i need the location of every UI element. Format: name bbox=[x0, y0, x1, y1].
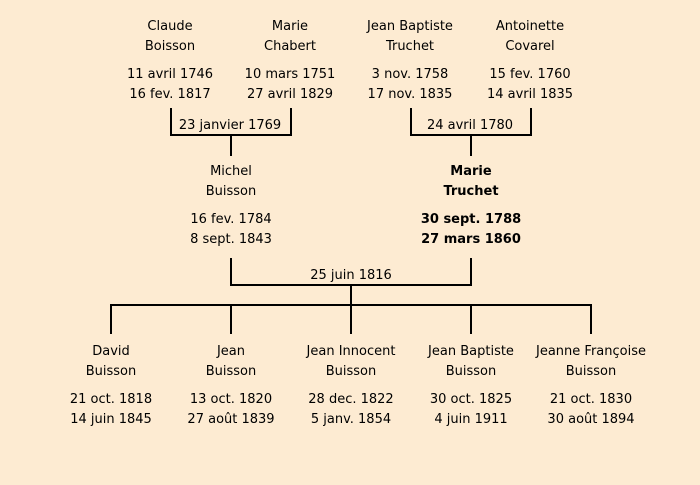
connector-line bbox=[470, 134, 472, 156]
person-jean-innocent-buisson: Jean Innocent Buisson 28 dec. 1822 5 jan… bbox=[286, 342, 416, 430]
person-birth-date: 30 sept. 1788 bbox=[420, 212, 522, 227]
person-jean-baptiste-truchet: Jean Baptiste Truchet 3 nov. 1758 17 nov… bbox=[345, 17, 475, 105]
connector-line bbox=[410, 108, 412, 136]
person-birth-date: 21 oct. 1818 bbox=[69, 392, 153, 407]
person-last-name: Truchet bbox=[385, 39, 435, 54]
connector-line bbox=[170, 108, 172, 136]
person-last-name: Buisson bbox=[205, 184, 257, 199]
person-claude-boisson: Claude Boisson 11 avril 1746 16 fev. 181… bbox=[105, 17, 235, 105]
person-last-name: Buisson bbox=[325, 364, 377, 379]
person-death-date: 17 nov. 1835 bbox=[367, 87, 453, 102]
person-jean-buisson: Jean Buisson 13 oct. 1820 27 août 1839 bbox=[166, 342, 296, 430]
person-last-name: Covarel bbox=[505, 39, 555, 54]
person-michel-buisson: Michel Buisson 16 fev. 1784 8 sept. 1843 bbox=[166, 162, 296, 250]
person-first-name: Jeanne Françoise bbox=[536, 344, 646, 359]
person-death-date: 14 avril 1835 bbox=[486, 87, 574, 102]
person-death-date: 16 fev. 1817 bbox=[129, 87, 211, 102]
person-first-name: David bbox=[92, 344, 130, 359]
person-death-date: 27 avril 1829 bbox=[246, 87, 334, 102]
person-birth-date: 30 oct. 1825 bbox=[429, 392, 513, 407]
connector-line bbox=[470, 258, 472, 286]
person-marie-truchet: Marie Truchet 30 sept. 1788 27 mars 1860 bbox=[406, 162, 536, 250]
person-birth-date: 3 nov. 1758 bbox=[371, 67, 449, 82]
connector-line bbox=[590, 304, 592, 334]
marriage-date-parents: 25 juin 1816 bbox=[310, 268, 392, 283]
person-first-name: Claude bbox=[147, 19, 193, 34]
person-death-date: 8 sept. 1843 bbox=[190, 232, 272, 247]
person-first-name: Marie bbox=[271, 19, 309, 34]
person-first-name: Marie bbox=[450, 164, 492, 179]
person-first-name: Jean Innocent bbox=[306, 344, 396, 359]
person-birth-date: 15 fev. 1760 bbox=[489, 67, 571, 82]
connector-line bbox=[230, 258, 232, 286]
person-first-name: Jean Baptiste bbox=[367, 19, 453, 34]
person-birth-date: 28 dec. 1822 bbox=[308, 392, 394, 407]
connector-line bbox=[530, 108, 532, 136]
connector-line bbox=[230, 134, 232, 156]
person-last-name: Buisson bbox=[565, 364, 617, 379]
person-first-name: Jean Baptiste bbox=[428, 344, 514, 359]
connector-line bbox=[350, 304, 352, 334]
person-death-date: 27 août 1839 bbox=[187, 412, 275, 427]
person-david-buisson: David Buisson 21 oct. 1818 14 juin 1845 bbox=[46, 342, 176, 430]
connector-line bbox=[350, 284, 352, 305]
person-first-name: Jean bbox=[216, 344, 246, 359]
connector-line bbox=[110, 304, 112, 334]
person-birth-date: 11 avril 1746 bbox=[126, 67, 214, 82]
connector-line bbox=[290, 108, 292, 136]
person-death-date: 30 août 1894 bbox=[547, 412, 635, 427]
person-last-name: Buisson bbox=[85, 364, 137, 379]
person-marie-chabert: Marie Chabert 10 mars 1751 27 avril 1829 bbox=[225, 17, 355, 105]
person-death-date: 27 mars 1860 bbox=[421, 232, 521, 247]
person-birth-date: 10 mars 1751 bbox=[244, 67, 336, 82]
person-last-name: Chabert bbox=[264, 39, 316, 54]
person-birth-date: 13 oct. 1820 bbox=[189, 392, 273, 407]
marriage-date-maternal: 24 avril 1780 bbox=[426, 118, 514, 133]
person-antoinette-covarel: Antoinette Covarel 15 fev. 1760 14 avril… bbox=[465, 17, 595, 105]
person-first-name: Antoinette bbox=[495, 19, 565, 34]
person-last-name: Boisson bbox=[144, 39, 196, 54]
person-last-name: Buisson bbox=[205, 364, 257, 379]
person-jeanne-francoise-buisson: Jeanne Françoise Buisson 21 oct. 1830 30… bbox=[526, 342, 656, 430]
person-last-name: Buisson bbox=[445, 364, 497, 379]
connector-line bbox=[470, 304, 472, 334]
person-death-date: 5 janv. 1854 bbox=[310, 412, 392, 427]
marriage-date-paternal: 23 janvier 1769 bbox=[178, 118, 282, 133]
person-last-name: Truchet bbox=[443, 184, 499, 199]
connector-line bbox=[230, 304, 232, 334]
person-death-date: 14 juin 1845 bbox=[70, 412, 152, 427]
person-first-name: Michel bbox=[210, 164, 252, 179]
person-jean-baptiste-buisson: Jean Baptiste Buisson 30 oct. 1825 4 jui… bbox=[406, 342, 536, 430]
person-death-date: 4 juin 1911 bbox=[434, 412, 508, 427]
person-birth-date: 21 oct. 1830 bbox=[549, 392, 633, 407]
person-birth-date: 16 fev. 1784 bbox=[190, 212, 272, 227]
